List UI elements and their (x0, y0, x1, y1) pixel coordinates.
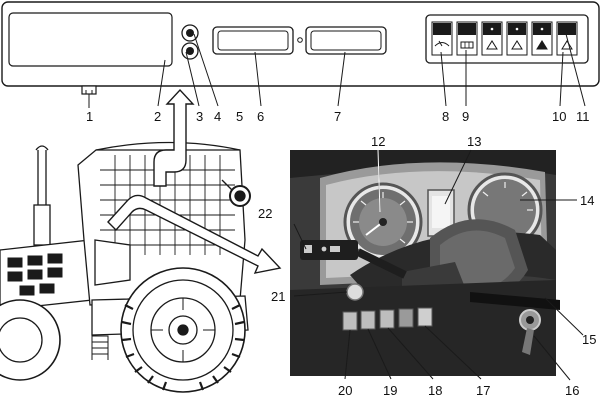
callout-14: 14 (580, 193, 594, 208)
callout-21: 21 (271, 289, 285, 304)
callout-11: 11 (576, 109, 590, 124)
top-callouts: 1 2 3 4 5 6 7 8 9 10 11 (86, 109, 590, 124)
dashboard-photo (290, 150, 560, 376)
callout-5: 5 (236, 109, 243, 124)
rocker-switch-20[interactable] (342, 311, 358, 331)
switch-wiper[interactable] (431, 21, 453, 56)
top-leader-lines (88, 33, 586, 108)
switch-lamp-2[interactable] (506, 21, 528, 56)
callout-22: 22 (258, 206, 272, 221)
callout-3: 3 (196, 109, 203, 124)
warning-triangle-icon (536, 40, 548, 50)
rocker-switch-17[interactable] (417, 307, 433, 327)
photo-leader-lines-inner (377, 149, 381, 213)
callout-15: 15 (582, 332, 596, 347)
callout-20: 20 (338, 383, 352, 398)
round-control-knob[interactable] (346, 283, 364, 301)
arrow-to-panel (153, 88, 195, 187)
tachometer-gauge (343, 182, 423, 262)
rocker-switch-blank[interactable] (398, 308, 414, 328)
rotary-knob-upper[interactable] (181, 24, 199, 42)
callout-16: 16 (565, 383, 579, 398)
overhead-panel (1, 1, 600, 95)
callout-2: 2 (154, 109, 161, 124)
lamp-icon (304, 245, 312, 253)
callout-13: 13 (467, 134, 481, 149)
engine-icon (460, 41, 474, 49)
callout-9: 9 (462, 109, 469, 124)
callout-19: 19 (383, 383, 397, 398)
callout-4: 4 (214, 109, 221, 124)
lamp-icon (486, 40, 498, 50)
air-vent-right (305, 26, 387, 55)
ignition-lock[interactable] (519, 309, 541, 355)
rocker-switch-18[interactable] (379, 309, 395, 329)
callout-17: 17 (476, 383, 490, 398)
wiper-icon (434, 40, 450, 47)
callout-7: 7 (334, 109, 341, 124)
rocker-switch-19[interactable] (360, 310, 376, 330)
air-vent-left (212, 26, 294, 55)
switch-engine[interactable] (456, 21, 478, 56)
center-screw-icon (297, 37, 303, 43)
tractor-illustration (0, 141, 251, 393)
switch-lamp-3[interactable] (531, 21, 553, 56)
connector-plug (81, 85, 97, 95)
arrow-to-dashboard (107, 194, 282, 274)
blank-plate (8, 12, 173, 67)
callout-8: 8 (442, 109, 449, 124)
callout-18: 18 (428, 383, 442, 398)
multifunction-stalk[interactable] (300, 240, 407, 279)
callout-12: 12 (371, 134, 385, 149)
rotary-knob-lower[interactable] (181, 42, 199, 60)
lamp-off-icon (511, 40, 523, 50)
photo-callouts: 12 13 14 15 16 17 18 19 20 21 22 (258, 134, 596, 398)
callout-1: 1 (86, 109, 93, 124)
switch-lamp-1[interactable] (481, 21, 503, 56)
hand-lever[interactable] (470, 292, 560, 310)
callout-10: 10 (552, 109, 566, 124)
callout-6: 6 (257, 109, 264, 124)
